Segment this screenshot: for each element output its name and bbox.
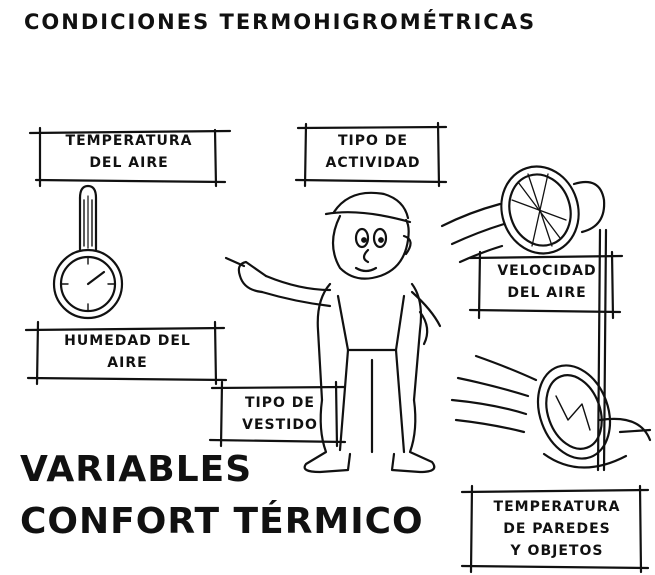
page-title: CONDICIONES TERMOHIGROMÉTRICAS <box>24 10 536 34</box>
label-velocidad-aire: VELOCIDAD DEL AIRE <box>482 260 612 304</box>
label-temperatura-aire: TEMPERATURA DEL AIRE <box>44 130 214 174</box>
heading-line: VARIABLES <box>20 444 424 496</box>
label-line: DEL AIRE <box>44 152 214 174</box>
label-line: TEMPERATURA <box>474 496 640 518</box>
label-line: TIPO DE <box>224 392 336 414</box>
label-line: TIPO DE <box>308 130 438 152</box>
heading-line: CONFORT TÉRMICO <box>20 496 424 548</box>
label-tipo-vestido: TIPO DE VESTIDO <box>224 392 336 436</box>
label-line: Y OBJETOS <box>474 540 640 562</box>
label-line: VESTIDO <box>224 414 336 436</box>
fan-icon <box>442 156 606 470</box>
label-humedad-aire: HUMEDAD DEL AIRE <box>40 330 215 374</box>
label-line: TEMPERATURA <box>44 130 214 152</box>
label-line: AIRE <box>40 352 215 374</box>
floor-fan-icon <box>452 355 650 468</box>
label-line: DEL AIRE <box>482 282 612 304</box>
variables-heading: VARIABLES CONFORT TÉRMICO <box>20 444 424 548</box>
label-line: VELOCIDAD <box>482 260 612 282</box>
label-line: DE PAREDES <box>474 518 640 540</box>
label-line: ACTIVIDAD <box>308 152 438 174</box>
label-line: HUMEDAD DEL <box>40 330 215 352</box>
thermometer-icon <box>54 186 122 318</box>
label-temperatura-paredes: TEMPERATURA DE PAREDES Y OBJETOS <box>474 496 640 562</box>
label-tipo-actividad: TIPO DE ACTIVIDAD <box>308 130 438 174</box>
